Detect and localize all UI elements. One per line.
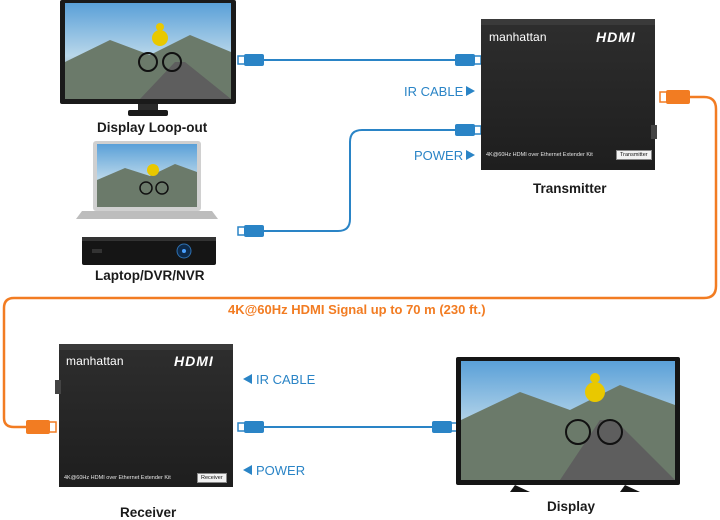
hdmi-cable-source xyxy=(264,129,455,232)
rx-ir-cable-label: IR CABLE xyxy=(256,372,316,387)
display-label: Display xyxy=(547,499,596,514)
display-loopout-monitor xyxy=(60,0,236,116)
triangle-arrow-icon xyxy=(466,150,475,160)
rx-hdmi-logo: HDMI xyxy=(174,353,214,369)
laptop xyxy=(76,141,218,219)
hdmi-plug-icon xyxy=(237,54,264,66)
hdmi-plug-icon xyxy=(237,421,264,433)
hdmi-plug-icon xyxy=(455,54,482,66)
receiver-label: Receiver xyxy=(120,505,177,520)
tx-kit-name: 4K@60Hz HDMI over Ethernet Extender Kit xyxy=(486,152,593,158)
tx-badge: Transmitter xyxy=(616,150,652,160)
transmitter-unit xyxy=(481,19,657,170)
receiver-unit xyxy=(55,344,233,487)
tx-ir-cable-label: IR CABLE xyxy=(404,84,464,99)
tx-brand-logo: manhattan xyxy=(489,30,547,44)
hdmi-plug-icon xyxy=(455,124,482,136)
rj45-plug-icon xyxy=(26,420,57,434)
signal-caption: 4K@60Hz HDMI Signal up to 70 m (230 ft.) xyxy=(228,302,486,317)
display-loopout-label: Display Loop-out xyxy=(97,120,208,135)
hdmi-plug-icon xyxy=(237,225,264,237)
triangle-arrow-icon xyxy=(243,374,252,384)
rx-kit-name: 4K@60Hz HDMI over Ethernet Extender Kit xyxy=(64,475,171,481)
triangle-arrow-icon xyxy=(466,86,475,96)
triangle-arrow-icon xyxy=(243,465,252,475)
rx-badge: Receiver xyxy=(197,473,227,483)
tx-power-label: POWER xyxy=(414,148,464,163)
laptop-dvr-nvr-label: Laptop/DVR/NVR xyxy=(95,268,205,283)
rx-brand-logo: manhattan xyxy=(66,354,124,368)
display-tv xyxy=(456,357,680,492)
tx-hdmi-logo: HDMI xyxy=(596,29,636,45)
dvr-recorder xyxy=(82,237,216,265)
rx-power-label: POWER xyxy=(256,463,306,478)
transmitter-label: Transmitter xyxy=(533,181,607,196)
ethernet-cable xyxy=(2,95,718,429)
hdmi-plug-icon xyxy=(432,421,459,433)
rj45-plug-icon xyxy=(659,90,690,104)
